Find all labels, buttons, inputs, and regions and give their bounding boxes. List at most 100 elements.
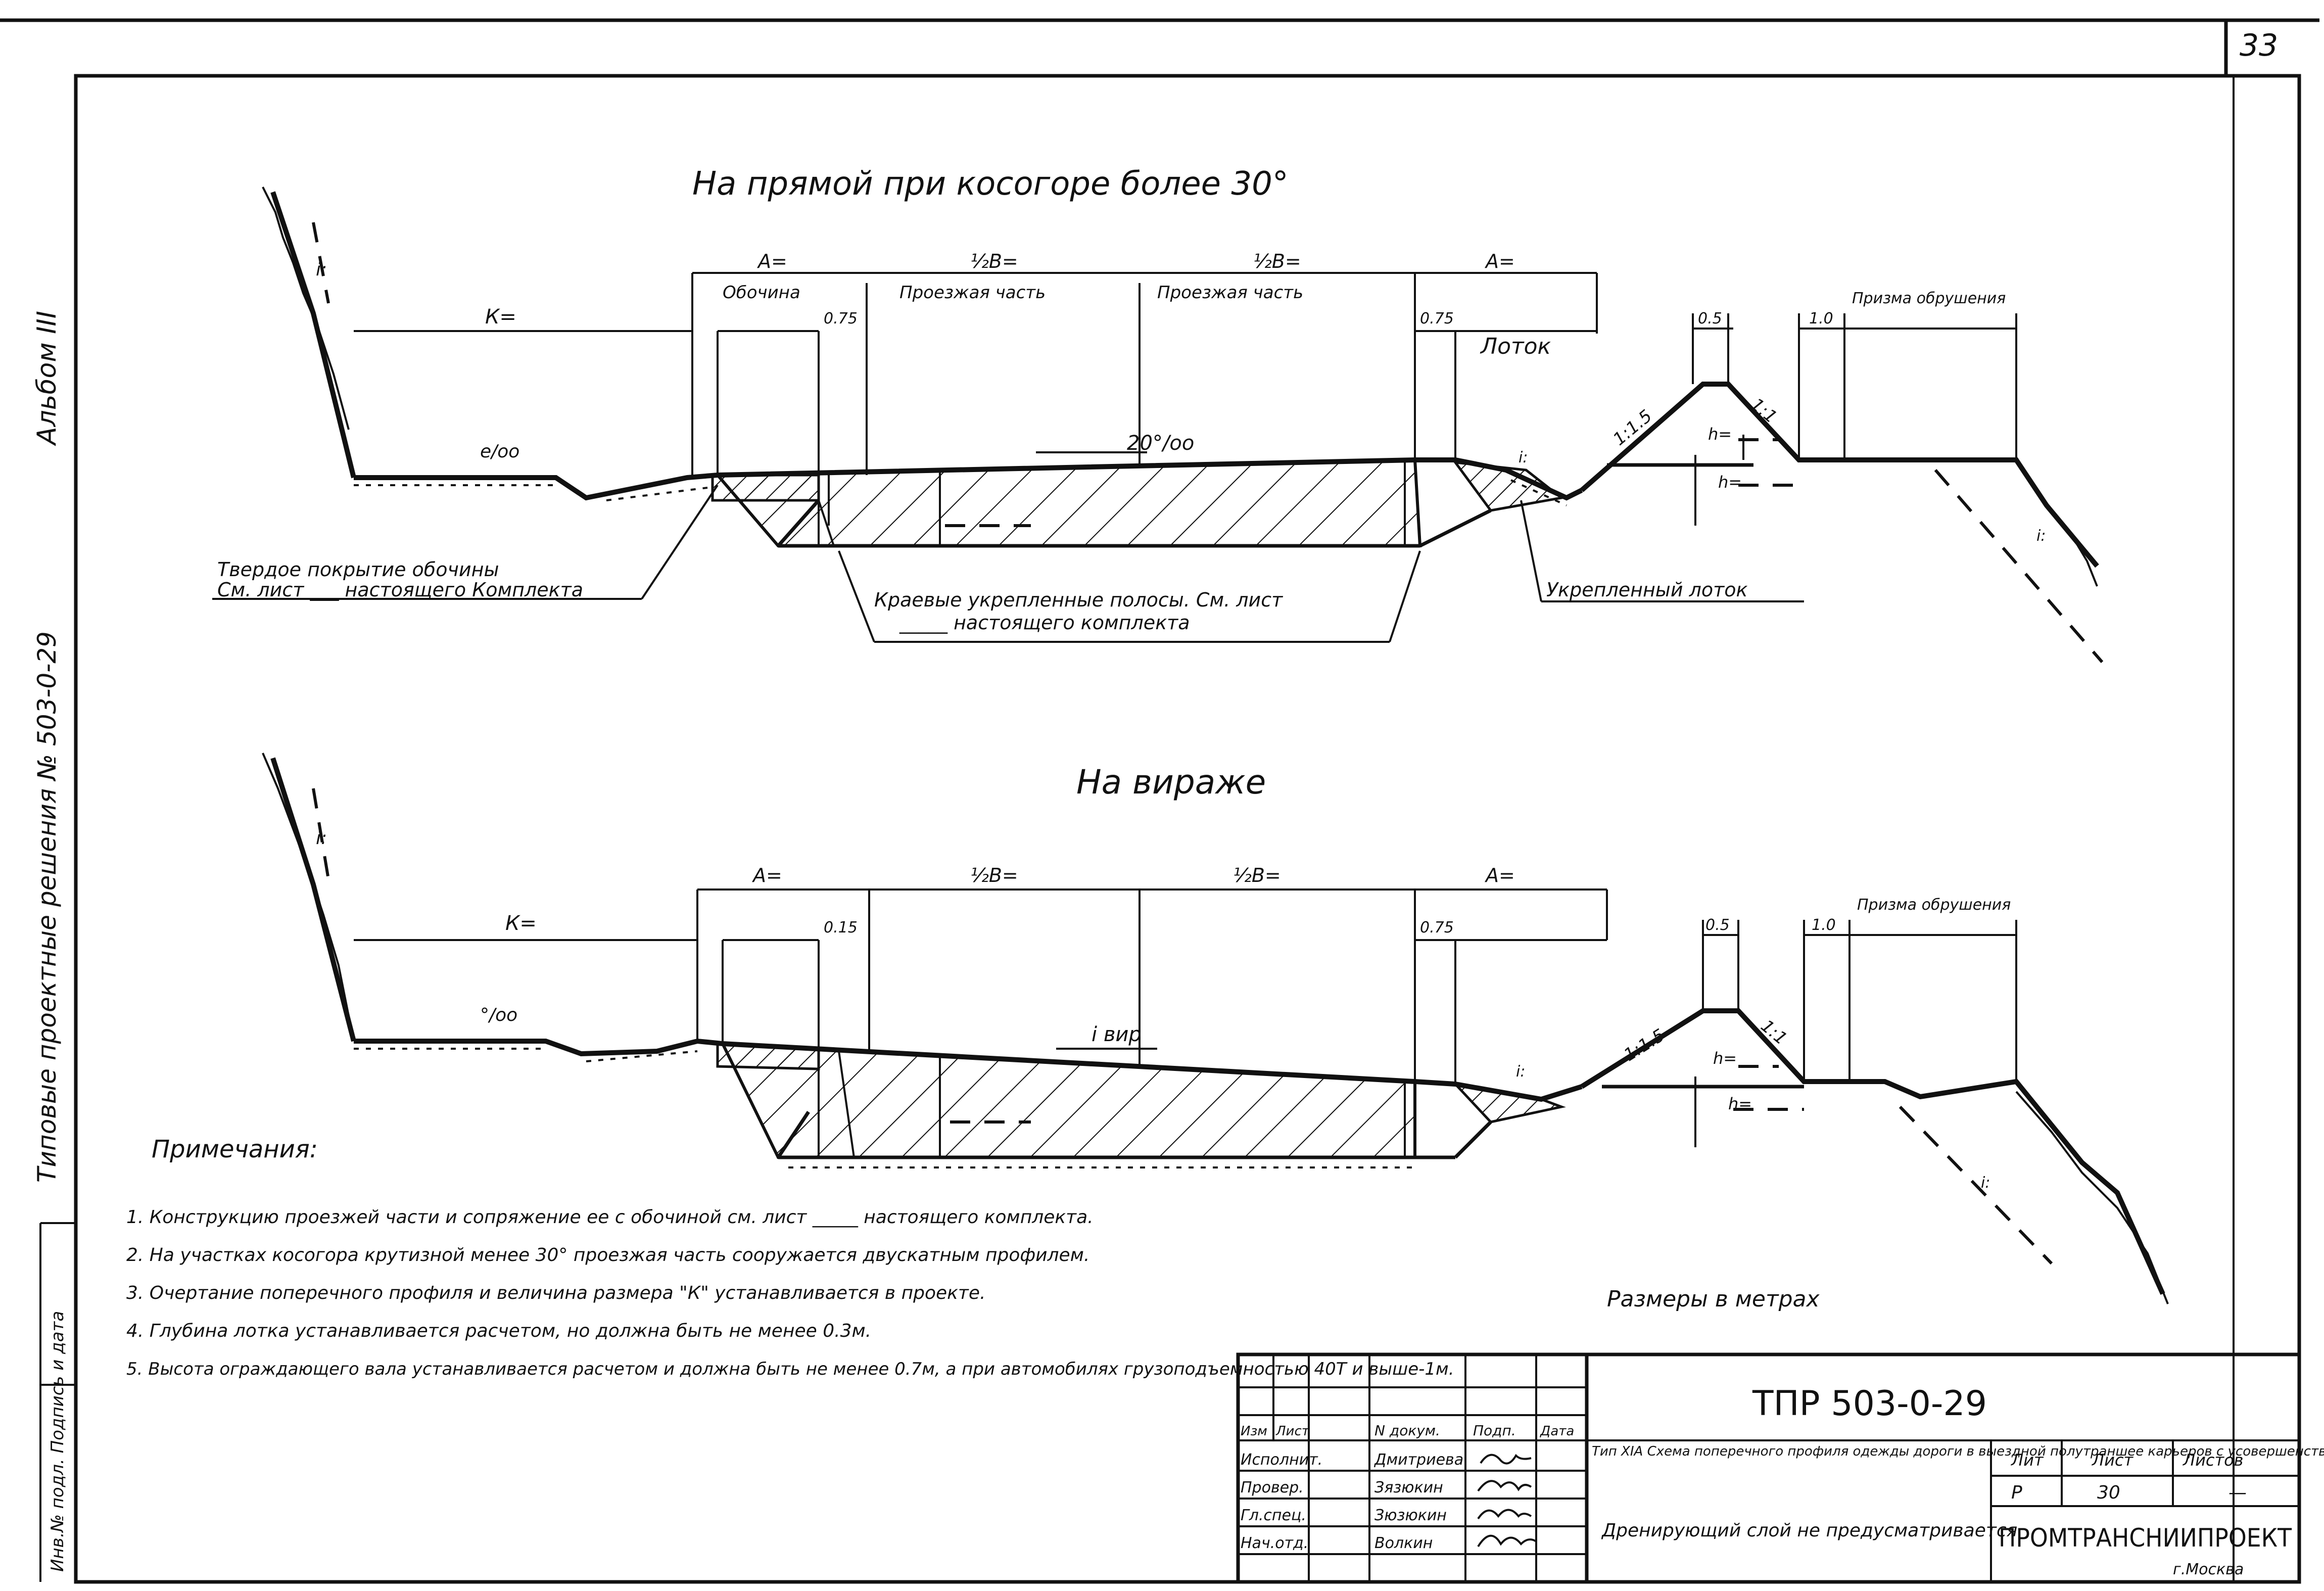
callout-edge-strips-line1: Краевые укрепленные полосы. См. лист (874, 589, 1284, 611)
dim-075-right-1: 0.75 (1420, 310, 1454, 327)
shoulder-label-1: Обочина (723, 283, 800, 303)
signature-2 (1477, 1480, 1532, 1492)
grade-left-2: °/oo (480, 1005, 517, 1025)
carriageway-right-label-1: Проезжая часть (1157, 283, 1303, 303)
slope-fill-2: i: (1981, 1174, 1990, 1192)
notes-block: Примечания: 1. Конструкцию проезжей част… (126, 1135, 1820, 1379)
units-note: Размеры в метрах (1607, 1286, 1820, 1312)
h-bottom-2: h= (1728, 1094, 1752, 1113)
dim-k-1: К= (485, 305, 516, 329)
section-curve: На вираже i: (262, 753, 2169, 1304)
dim-half-b-right-1: ½В= (1253, 250, 1301, 272)
tb-sheets: — (2228, 1482, 2247, 1503)
tb-sheet: 30 (2097, 1482, 2120, 1503)
cut-slope-i: i: (316, 259, 327, 280)
dim-10-2: 1.0 (1812, 916, 1836, 934)
signature-4 (1477, 1534, 1537, 1548)
h-top-2: h= (1713, 1049, 1737, 1068)
tb-header-izm: Изм (1241, 1424, 1267, 1439)
dim-half-b-left-1: ½В= (970, 250, 1018, 272)
berm-label-2: Призма обрушения (1857, 896, 2011, 914)
tb-name-3: Зюзюкин (1374, 1507, 1447, 1524)
tb-drainage: Дренирующий слой не предусматривается (1601, 1520, 2017, 1541)
h-bottom-1: h= (1718, 473, 1742, 492)
tb-header-doc: N докум. (1374, 1422, 1440, 1439)
slope-tray-1: i: (1519, 449, 1528, 466)
note-4: 4. Глубина лотка устанавливается расчето… (126, 1321, 871, 1341)
tb-name-2: Зязюкин (1374, 1479, 1443, 1496)
tb-stage: Р (2011, 1482, 2022, 1503)
callout-edge-strips-line2: _____ настоящего комплекта (899, 612, 1190, 634)
safety-berm-1 (1580, 382, 2099, 568)
section-straight-title: На прямой при косогоре более 30° (692, 165, 1289, 203)
safety-berm-2 (1580, 1008, 2165, 1295)
tb-role-3: Гл.спец. (1241, 1507, 1306, 1524)
tb-header-date: Дата (1540, 1424, 1574, 1439)
signature-1 (1480, 1454, 1532, 1465)
callout-shoulder-cover: Твердое покрытие обочины См. лист ___ на… (212, 484, 719, 601)
dim-a-left-2: А= (751, 864, 782, 886)
tb-name-4: Волкин (1374, 1534, 1433, 1552)
tb-city: г.Москва (2173, 1561, 2244, 1578)
section-curve-title: На вираже (1076, 763, 1266, 802)
grade-main-2: i вир (1092, 1023, 1142, 1046)
tb-org: ПРОМТРАНСНИИПРОЕКТ (1999, 1523, 2292, 1553)
dim-015-2: 0.15 (824, 919, 858, 937)
dim-075-2: 0.75 (1420, 919, 1454, 937)
tb-sheet-header: Лист (2092, 1450, 2133, 1470)
callout-shoulder-cover-line1: Твердое покрытие обочины (217, 558, 499, 581)
dim-05-2: 0.5 (1705, 916, 1730, 934)
slope-right-2: 1:1 (1757, 1016, 1791, 1049)
side-series-label: Типовые проектные решения № 503-0-29 (32, 631, 62, 1183)
cut-slope-i-2: i: (316, 828, 327, 849)
cut-slope-left-2 (270, 757, 356, 1042)
callout-reinforced-tray: Укрепленный лоток (1520, 500, 1804, 602)
dim-k-2: К= (505, 912, 537, 935)
slope-tray-2: i: (1516, 1063, 1525, 1081)
slope-fill-1: i: (2036, 527, 2046, 545)
berm-label-1: Призма обрушения (1852, 290, 2006, 307)
h-top-1: h= (1708, 425, 1732, 444)
side-stamp-label: Инв.№ подл. Подпись и дата (48, 1311, 68, 1572)
grade-left-1: e/oo (480, 441, 519, 462)
callout-reinforced-tray-text: Укрепленный лоток (1546, 579, 1748, 601)
dim-a-left-1: А= (756, 250, 787, 272)
dim-half-b-left-2: ½В= (970, 864, 1018, 886)
title-code: ТПР 503-0-29 (1752, 1384, 1987, 1424)
carriageway-left-label-1: Проезжая часть (899, 283, 1046, 303)
dim-10-1: 1.0 (1809, 310, 1833, 327)
sheet-frame (0, 18, 2319, 1584)
callout-edge-strips: Краевые укрепленные полосы. См. лист ___… (838, 550, 1421, 643)
dimensions-2 (354, 888, 2017, 1157)
tb-header-sign: Подп. (1473, 1422, 1516, 1439)
dim-05-1: 0.5 (1698, 310, 1722, 327)
tb-stage-header: Лит (2011, 1450, 2044, 1470)
tb-role-4: Нач.отд. (1241, 1534, 1308, 1552)
notes-heading: Примечания: (152, 1135, 318, 1163)
title-block: ТПР 503-0-29 Изм Лист N докум. Подп. Дат… (1236, 1352, 2324, 1584)
side-stamp: Инв.№ подл. Подпись и дата (39, 1222, 76, 1582)
dim-half-b-right-2: ½В= (1233, 864, 1281, 886)
note-1: 1. Конструкцию проезжей части и сопряжен… (126, 1207, 1094, 1228)
slope-right-1: 1:1 (1747, 394, 1781, 428)
cut-slope-left (270, 191, 356, 479)
dim-a-right-2: А= (1484, 864, 1515, 886)
tray-label-1: Лоток (1480, 334, 1551, 359)
pavement-hatch-1 (714, 458, 1422, 547)
grade-main-1: 20°/oo (1127, 432, 1194, 455)
side-album-label: Альбом III (32, 311, 62, 446)
dim-075-left-1: 0.75 (824, 310, 858, 327)
tb-role-2: Провер. (1241, 1479, 1304, 1496)
tb-sheets-header: Листов (2183, 1450, 2244, 1470)
dim-a-right-1: А= (1484, 250, 1515, 272)
section-straight: На прямой при косогоре более 30° i: (212, 165, 2104, 663)
callout-shoulder-cover-line2: См. лист ___ настоящего Комплекта (217, 579, 583, 601)
slope-left-2: 1:1.5 (1621, 1025, 1669, 1065)
signature-3 (1477, 1509, 1532, 1520)
tb-name-1: Дмитриева (1373, 1451, 1463, 1469)
tb-role-1: Исполнит. (1241, 1451, 1322, 1469)
dimensions-1 (354, 272, 2017, 546)
note-5: 5. Высота ограждающего вала устанавливае… (126, 1359, 1454, 1379)
note-3: 3. Очертание поперечного профиля и велич… (126, 1283, 985, 1303)
